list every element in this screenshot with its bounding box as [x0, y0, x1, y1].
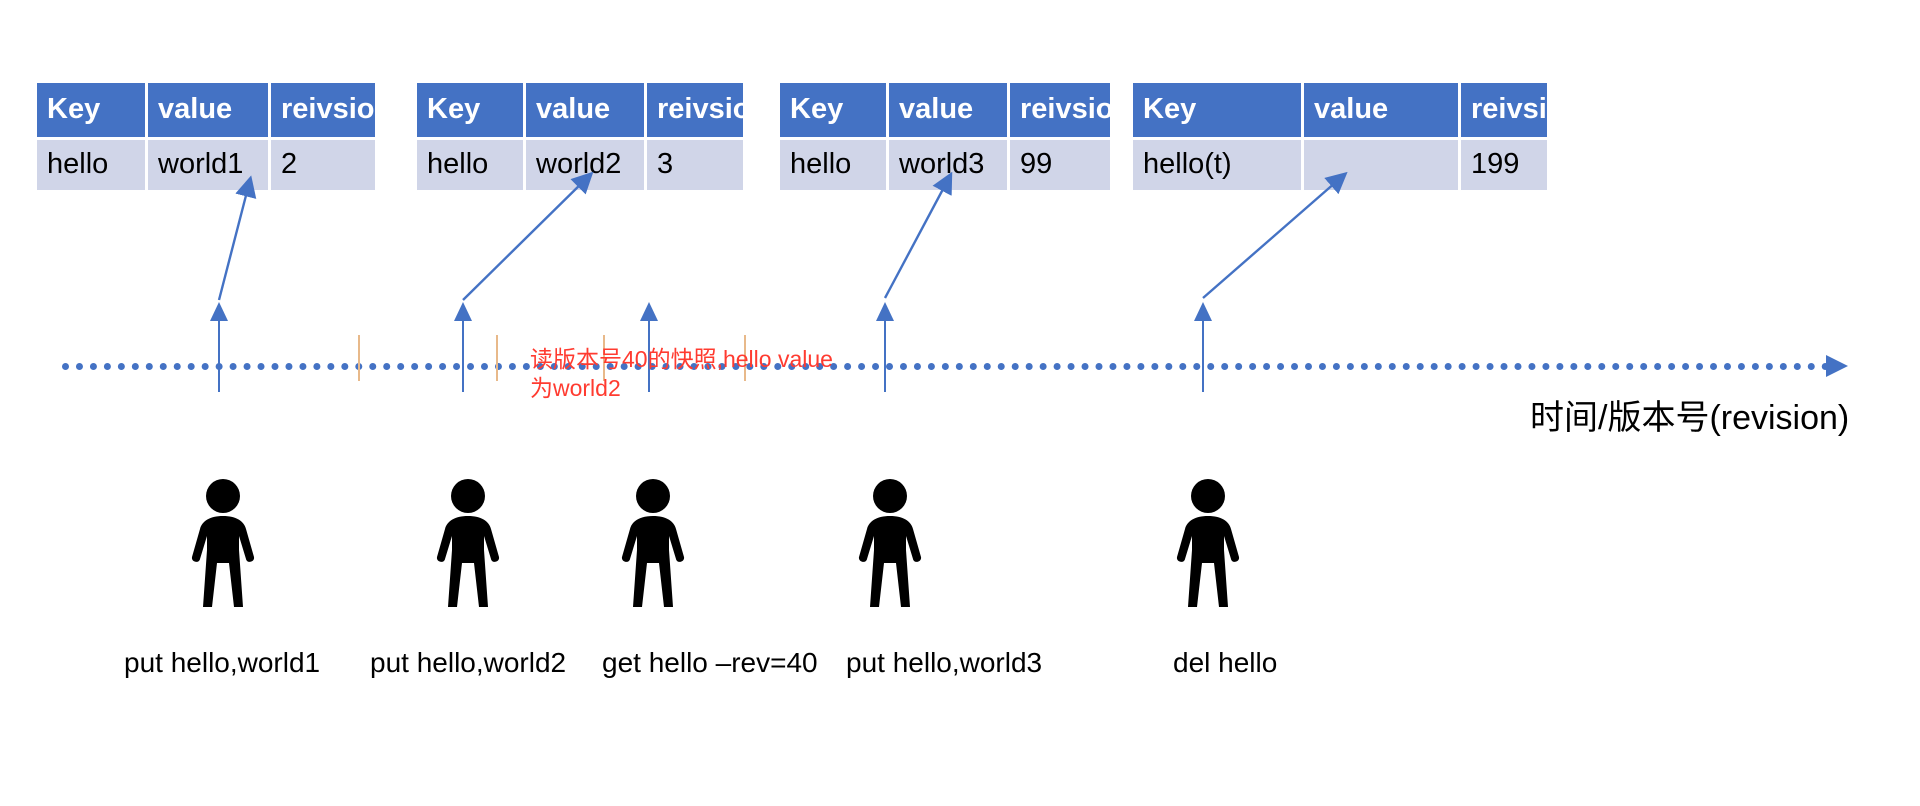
cell-value: world2 — [526, 140, 644, 190]
event-label-del-hello: del hello — [1173, 647, 1278, 678]
column-header-key: Key — [417, 83, 523, 137]
column-header-key: Key — [1133, 83, 1301, 137]
timeline-dotted-line — [62, 363, 1830, 370]
timeline-tick — [358, 335, 360, 381]
arrow-shaft — [884, 318, 886, 392]
arrow-head-icon — [640, 302, 658, 321]
event-label-put-world3: put hello,world3 — [846, 647, 1043, 678]
axis-label-time-revision: 时间/版本号(revision) — [1530, 399, 1850, 437]
connector-to-table-3 — [883, 171, 953, 299]
note-line-1: 读版本号40的快照,hello value — [530, 346, 833, 372]
arrow-head-icon — [1194, 302, 1212, 321]
column-header-value: value — [1304, 83, 1458, 137]
arrow-shaft — [648, 318, 650, 392]
timeline-tick — [603, 335, 605, 381]
snapshot-read-note: 读版本号40的快照,hello value 为world2 — [530, 345, 900, 403]
snapshot-table-rev-3: Key value reivsion hello world2 3 — [414, 80, 768, 193]
column-header-value: value — [148, 83, 268, 137]
person-icon-2 — [430, 478, 506, 610]
column-header-value: value — [526, 83, 644, 137]
table-header-row: Key value reivsion — [417, 83, 768, 137]
event-label-get-rev40: get hello –rev=40 — [602, 647, 818, 678]
event-label-put-world1: put hello,world1 — [124, 647, 321, 678]
person-icon-1 — [185, 478, 261, 610]
column-header-revision: reivsion — [1010, 83, 1131, 137]
snapshot-table-rev-99: Key value reivsion hello world3 99 — [777, 80, 1131, 193]
person-icon-3 — [615, 478, 691, 610]
note-line-2: 为world2 — [530, 374, 621, 401]
table-row: hello world3 99 — [780, 140, 1110, 190]
event-arrow-2 — [450, 302, 476, 392]
timeline-tick — [496, 335, 498, 381]
cell-revision: 199 — [1461, 140, 1547, 190]
event-label-put-world2: put hello,world2 — [370, 647, 567, 678]
arrow-head-icon — [876, 302, 894, 321]
timeline-tick — [744, 335, 746, 381]
event-arrow-5 — [1190, 302, 1216, 392]
column-header-revision: reivsion — [271, 83, 392, 137]
cell-key: hello — [37, 140, 145, 190]
connector-to-table-1 — [217, 175, 257, 301]
snapshot-table-rev-199: Key value reivsion hello(t) 199 — [1130, 80, 1582, 193]
arrow-shaft — [218, 318, 220, 392]
table-header-row: Key value reivsion — [1133, 83, 1582, 137]
table-header-row: Key value reivsion — [37, 83, 392, 137]
arrow-shaft — [1202, 318, 1204, 392]
column-header-key: Key — [780, 83, 886, 137]
arrow-shaft — [462, 318, 464, 392]
connector-to-table-4 — [1202, 171, 1348, 299]
arrow-head-icon — [454, 302, 472, 321]
table-row: hello(t) 199 — [1133, 140, 1547, 190]
cell-revision: 2 — [271, 140, 375, 190]
cell-value — [1304, 140, 1458, 190]
person-icon-5 — [1170, 478, 1246, 610]
table-row: hello world1 2 — [37, 140, 375, 190]
column-header-value: value — [889, 83, 1007, 137]
event-arrow-1 — [206, 302, 232, 392]
person-icon-4 — [852, 478, 928, 610]
cell-key: hello(t) — [1133, 140, 1301, 190]
column-header-key: Key — [37, 83, 145, 137]
connector-to-table-2 — [462, 171, 594, 301]
arrow-head-icon — [210, 302, 228, 321]
column-header-revision: reivsion — [1461, 83, 1582, 137]
timeline-arrowhead-icon — [1826, 355, 1848, 377]
cell-revision: 99 — [1010, 140, 1110, 190]
event-arrow-3 — [636, 302, 662, 392]
cell-key: hello — [417, 140, 523, 190]
event-arrow-4 — [872, 302, 898, 392]
snapshot-table-rev-2: Key value reivsion hello world1 2 — [34, 80, 392, 193]
cell-value: world1 — [148, 140, 268, 190]
table-row: hello world2 3 — [417, 140, 743, 190]
timeline-axis — [62, 335, 1852, 381]
column-header-revision: reivsion — [647, 83, 768, 137]
cell-key: hello — [780, 140, 886, 190]
table-header-row: Key value reivsion — [780, 83, 1131, 137]
cell-revision: 3 — [647, 140, 743, 190]
cell-value: world3 — [889, 140, 1007, 190]
